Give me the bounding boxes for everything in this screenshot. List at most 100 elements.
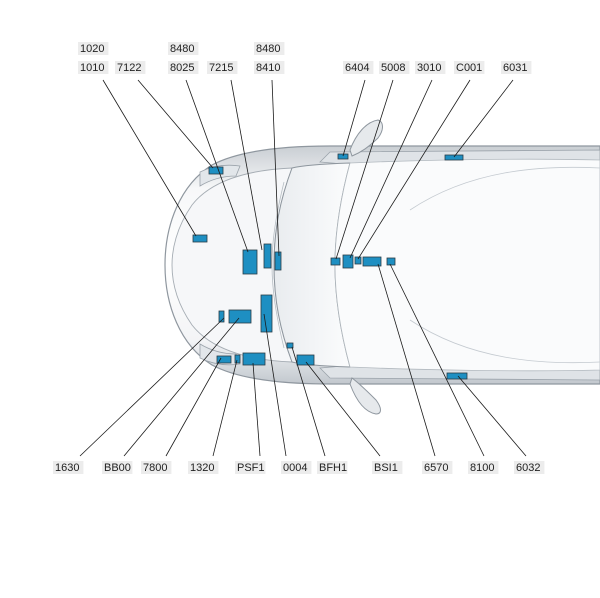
label-background [372,461,403,474]
label-background [281,461,312,474]
label-background [207,61,238,74]
label-background [422,461,453,474]
label-background [53,461,84,474]
component-box [296,354,315,366]
leader-line [137,79,214,169]
leader-line [185,79,249,253]
component-box [354,256,362,265]
top-component-label: C001 [456,62,482,74]
label-background [168,61,199,74]
leader-line [349,79,433,259]
label-background [514,461,545,474]
bottom-component-label: 1630 [55,462,79,474]
label-background [317,461,348,474]
top-component-label: 7122 [117,62,141,74]
label-background [235,461,266,474]
leader-line [102,79,197,237]
leader-line [123,317,240,457]
top-component-label: 7215 [209,62,233,74]
top-component-label: 8480 [170,43,194,55]
label-background [454,61,485,74]
bottom-component-label: 6032 [516,462,540,474]
component-box [228,309,252,324]
bottom-component-label: 1320 [190,462,214,474]
roof-rail-line [409,166,600,211]
leader-line [457,375,527,457]
bottom-component-label: 8100 [470,462,494,474]
lower-mirror [349,377,381,415]
top-component-label: 6404 [345,62,369,74]
component-box [242,249,258,275]
label-background [78,61,109,74]
label-group: 1020 1010 7122 8480 8025 7215 8480 8410 6404 5008… [53,42,545,474]
leader-line [291,346,326,457]
leader-line [271,79,280,257]
roof [334,158,600,372]
component-box [208,166,224,175]
label-background [254,61,285,74]
bottom-component-label: 0004 [283,462,307,474]
leader-line [342,79,366,157]
top-component-label: 3010 [417,62,441,74]
leader-line [377,263,436,457]
leader-line [79,317,225,457]
top-component-label: 1020 [80,43,104,55]
component-box [216,355,232,364]
leader-line [305,361,381,457]
upper-mirror [349,119,383,157]
label-background [415,61,446,74]
leader-line [212,359,238,457]
label-background [102,461,133,474]
component-box [274,251,282,271]
label-background [254,42,285,55]
top-component-label: 1010 [80,62,104,74]
leader-lines-group [79,79,527,457]
leader-line [252,362,261,457]
roof-rail-line-lower [409,319,600,364]
component-box [286,342,294,349]
leader-line [230,79,263,251]
leader-line [335,79,394,260]
component-box [337,153,349,160]
bottom-component-label: 7800 [143,462,167,474]
top-component-label: 6031 [503,62,527,74]
component-box [444,154,464,161]
top-component-label: 8025 [170,62,194,74]
component-box [446,372,468,380]
component-box [192,234,208,243]
leader-line [263,313,287,457]
cowl-line [271,181,285,349]
bottom-component-label: BFH1 [319,462,347,474]
top-component-label: 5008 [381,62,405,74]
label-background [168,42,199,55]
component-box [260,294,273,333]
top-component-label: 8480 [256,43,280,55]
label-background [379,61,410,74]
component-box [342,254,354,269]
component-box [218,310,225,323]
label-background [115,61,146,74]
label-background [78,42,109,55]
leader-line [389,263,485,457]
bottom-component-label: PSF1 [237,462,265,474]
top-component-label: 8410 [256,62,280,74]
component-box [234,354,241,364]
bottom-component-label: BB00 [104,462,131,474]
label-background [501,61,532,74]
component-box [263,243,272,269]
leader-line [453,79,514,158]
leader-line [357,79,471,260]
bottom-component-label: BSI1 [374,462,398,474]
component-box [362,256,382,267]
bottom-component-label: 6570 [424,462,448,474]
leader-line [165,357,222,457]
label-background [141,461,172,474]
component-box [386,257,396,266]
label-background [343,61,374,74]
label-background [188,461,219,474]
component-box [242,352,266,366]
label-background [468,461,499,474]
component-box [330,257,341,266]
